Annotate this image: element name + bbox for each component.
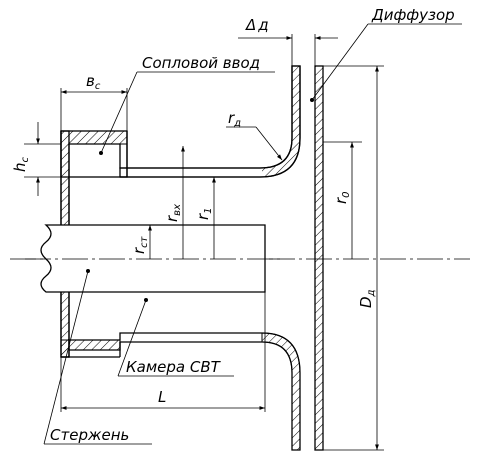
label-rod: Стержень — [50, 426, 129, 444]
dim-b: вс — [86, 72, 101, 92]
label-nozzle-inlet: Сопловой ввод — [142, 54, 260, 72]
dim-r1-sub: 1 — [203, 207, 214, 213]
dim-delta-symbol: Δ — [245, 16, 256, 34]
dim-r-st-symbol: r — [130, 247, 148, 254]
dim-L: L — [158, 388, 166, 406]
dim-r0-sub: 0 — [341, 191, 352, 197]
dim-r0-symbol: r — [332, 197, 350, 204]
dim-r-st-sub: ст — [139, 235, 150, 247]
dim-D-sub: д — [366, 289, 377, 297]
dim-r-vx-symbol: r — [163, 215, 181, 222]
label-chamber: Камера СВТ — [126, 358, 222, 376]
dim-r-d: rд — [228, 109, 241, 129]
dim-r-st: rст — [130, 235, 150, 254]
dim-r-d-symbol: r — [228, 109, 235, 127]
dim-r0: r0 — [332, 191, 352, 204]
dim-h-symbol: h — [11, 162, 29, 172]
dim-D-symbol: D — [357, 296, 375, 308]
dim-b-sub: с — [95, 81, 101, 92]
dim-b-symbol: в — [86, 72, 95, 90]
dim-r-vx: rвх — [163, 204, 183, 222]
dim-D: Dд — [357, 289, 377, 308]
flange-top-hatch — [262, 66, 300, 177]
nozzle-inlet-bottom-hatch — [68, 339, 121, 351]
dim-h: hc — [11, 156, 31, 172]
dim-r1: r1 — [194, 207, 214, 220]
flange-bottom-hatch — [261, 332, 301, 451]
dim-r-vx-sub: вх — [172, 204, 183, 216]
dim-delta-sub: д — [257, 16, 268, 34]
chamber-top-hatch — [119, 65, 301, 178]
dim-h-sub: c — [20, 156, 31, 162]
rod — [40, 224, 266, 293]
label-diffuser: Диффузор — [371, 6, 455, 24]
dim-r-d-sub: д — [233, 118, 241, 129]
nozzle-inlet-hatch — [68, 130, 128, 145]
diffuser-plate — [314, 65, 324, 451]
dim-r1-symbol: r — [194, 213, 212, 220]
